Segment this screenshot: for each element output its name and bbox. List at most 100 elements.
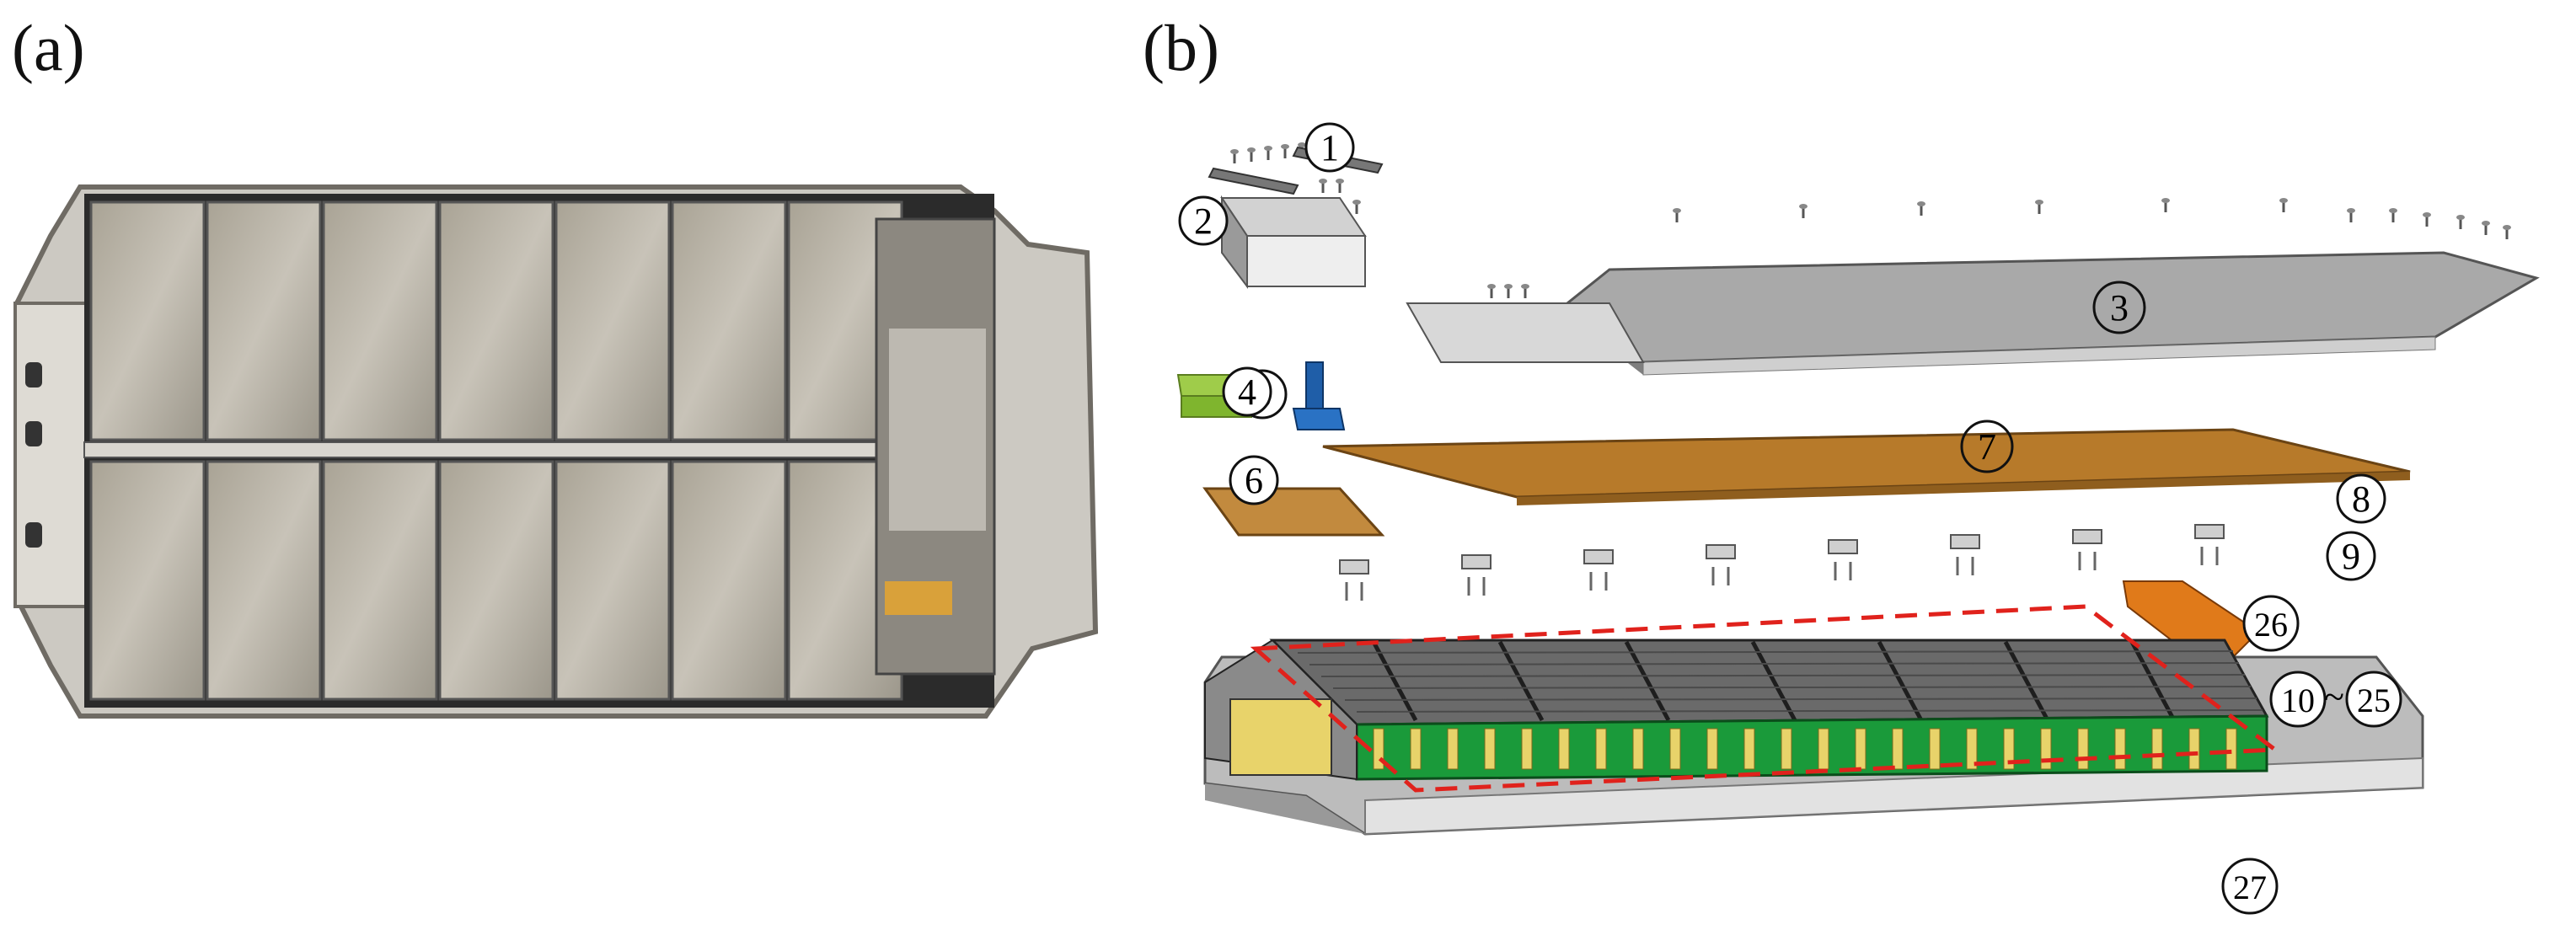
module-panel <box>322 200 438 441</box>
callout-4-text: 4 <box>1238 371 1256 413</box>
clip <box>1339 559 1369 575</box>
clip <box>1828 539 1858 554</box>
bolt-head <box>2347 208 2355 213</box>
svg-text:26: 26 <box>2254 606 2288 644</box>
module-divider <box>1877 640 1924 722</box>
svg-text:27: 27 <box>2233 869 2267 906</box>
bolt-head <box>1917 201 1925 206</box>
bolt-head <box>1319 179 1327 184</box>
part-2-box <box>1220 195 1367 289</box>
terminal-stripe <box>2003 728 2015 770</box>
left-port-3 <box>25 522 42 548</box>
module-divider <box>2129 640 2177 722</box>
clip <box>1583 549 1614 564</box>
callout-4-overlay: 4 <box>1222 366 1272 417</box>
bolt-head <box>2456 215 2465 220</box>
panel-b-label: (b) <box>1143 11 1219 84</box>
svg-text:7: 7 <box>1978 426 1996 468</box>
module-panel <box>671 460 787 701</box>
clip <box>1706 544 1736 559</box>
cell-row-line <box>1320 674 2246 677</box>
bolt-head <box>2161 198 2170 203</box>
callout-25: 25 <box>2345 671 2402 728</box>
svg-text:9: 9 <box>2342 536 2360 577</box>
bolt-head <box>1230 149 1239 154</box>
part-7-plates <box>1322 428 2411 505</box>
bolt-head <box>1281 144 1289 149</box>
top-cover <box>1406 251 2540 376</box>
svg-text:3: 3 <box>2110 287 2129 329</box>
bay-panel <box>889 329 986 531</box>
callout-9: 9 <box>2326 531 2376 581</box>
module-panel <box>438 460 554 701</box>
terminal-stripe <box>1447 728 1459 770</box>
callout-27: 27 <box>2221 858 2279 915</box>
terminal-stripe <box>1966 728 1978 770</box>
terminal-stripe <box>1669 728 1681 770</box>
terminal-stripe <box>1743 728 1755 770</box>
callout-range-tilde: ~ <box>2324 676 2344 718</box>
svg-text:2: 2 <box>1194 200 1213 242</box>
module-divider <box>1624 640 1671 722</box>
terminal-stripe <box>1595 728 1607 770</box>
bolt-head <box>1352 200 1361 205</box>
terminal-stripe <box>2077 728 2089 770</box>
callout-7: 7 <box>1960 420 2014 473</box>
module-panel <box>554 200 671 441</box>
clip-row <box>1339 524 2225 601</box>
terminal-stripe <box>2040 728 2052 770</box>
module-divider <box>1750 640 1797 722</box>
terminal-stripe <box>2225 728 2237 770</box>
callout-3: 3 <box>2092 281 2146 334</box>
cell-row-line <box>1356 709 2263 713</box>
terminal-stripe <box>1632 728 1644 770</box>
bolt-head <box>1247 147 1256 152</box>
selection-dashed-outline <box>1250 604 2282 793</box>
terminal-stripe <box>1892 728 1904 770</box>
module-panel <box>206 200 322 441</box>
bolt-head <box>2035 200 2043 205</box>
exploded-view-diagram: 1 2 3 5 6 7 8 9 26 10 ~ 25 <box>1176 122 2540 915</box>
bolt-row <box>1230 142 2511 298</box>
cell-row-line <box>1309 662 2240 665</box>
cell-front-stripes <box>1373 728 2237 770</box>
cell-row-line <box>1297 650 2234 654</box>
battery-pack-photo <box>13 184 1099 719</box>
svg-text:10: 10 <box>2281 681 2315 719</box>
left-port-2 <box>25 421 42 446</box>
clip <box>1950 534 1980 549</box>
end-module-cells <box>1229 698 1332 776</box>
svg-text:1: 1 <box>1320 127 1339 168</box>
svg-text:25: 25 <box>2357 681 2391 719</box>
terminal-stripe <box>1706 728 1718 770</box>
panel-a-label: (a) <box>12 11 85 84</box>
clip <box>1461 554 1492 569</box>
module-divider <box>2003 640 2050 722</box>
module-panel <box>438 200 554 441</box>
part-6-plate <box>1202 487 1385 537</box>
terminal-stripe <box>1410 728 1422 770</box>
terminal-stripe <box>1781 728 1792 770</box>
terminal-stripe <box>1855 728 1866 770</box>
terminal-stripe <box>2114 728 2126 770</box>
module-panel <box>89 200 206 441</box>
bolt-head <box>1521 284 1529 289</box>
module-panel <box>554 460 671 701</box>
bolt-head <box>2423 212 2431 217</box>
part-5-connector <box>1292 361 1346 430</box>
terminal-stripe <box>1929 728 1941 770</box>
bolt-head <box>2389 208 2397 213</box>
bolt-head <box>1504 284 1513 289</box>
module-panel <box>671 200 787 441</box>
cell-grid <box>1297 640 2263 722</box>
cell-modules <box>1204 639 2269 781</box>
clip <box>2072 529 2102 544</box>
terminal-stripe <box>1558 728 1570 770</box>
callout-10: 10 <box>2269 671 2327 728</box>
cell-row-line <box>1344 698 2257 701</box>
callout-8: 8 <box>2336 473 2386 524</box>
svg-text:8: 8 <box>2352 478 2370 520</box>
bolt-head <box>1487 284 1496 289</box>
bay-connector-orange <box>885 581 952 615</box>
module-panel <box>89 460 206 701</box>
